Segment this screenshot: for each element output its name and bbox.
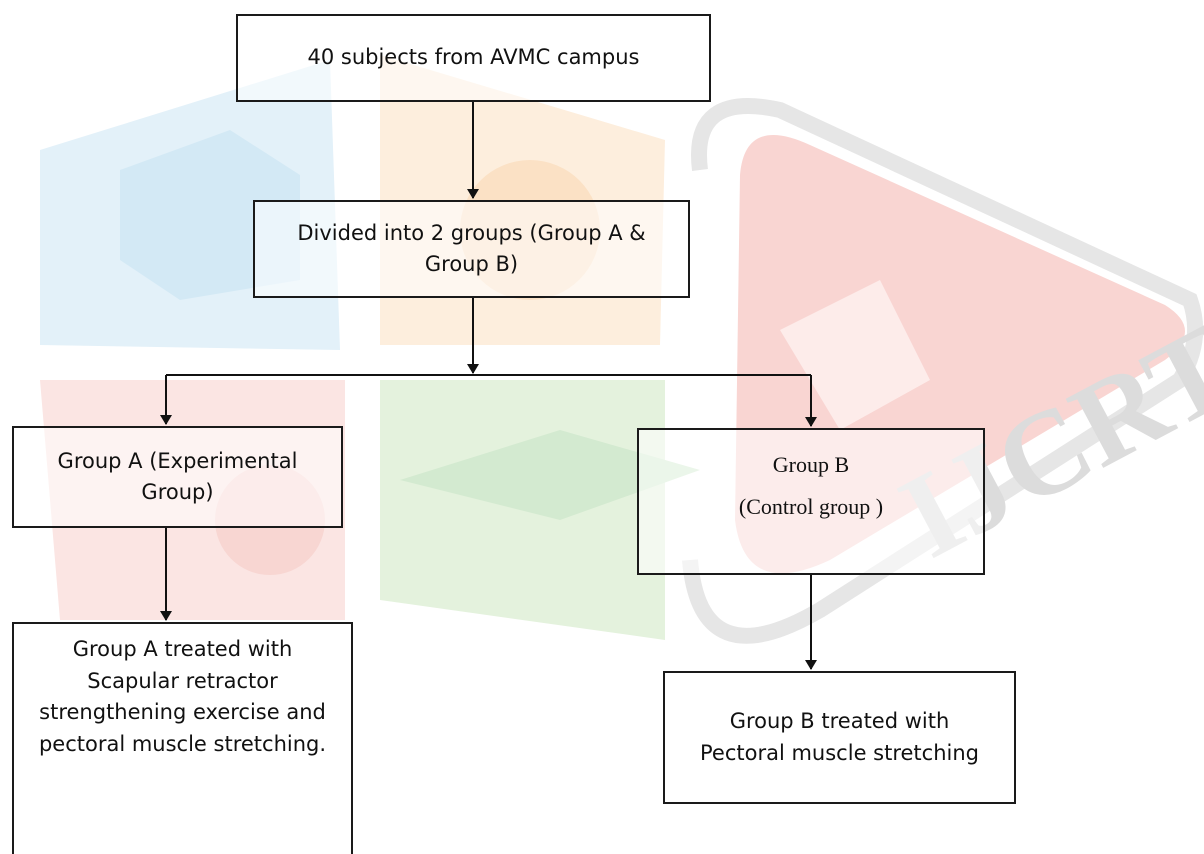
node-start-text: 40 subjects from AVMC campus: [307, 45, 640, 70]
node-treat-b-text: Group B treated with Pectoral muscle str…: [700, 709, 979, 765]
node-divide-text: Divided into 2 groups (Group A & Group B…: [297, 220, 646, 277]
node-divide: Divided into 2 groups (Group A & Group B…: [253, 200, 690, 298]
node-start: 40 subjects from AVMC campus: [236, 14, 711, 102]
watermark-cap-shape: [400, 430, 700, 520]
node-group-b-line1: Group B: [772, 452, 850, 477]
node-treat-b: Group B treated with Pectoral muscle str…: [663, 671, 1016, 804]
watermark-book-shape: [780, 280, 930, 430]
node-group-a: Group A (Experimental Group): [12, 426, 343, 528]
watermark-grey-outline: [682, 98, 1204, 644]
node-group-a-text: Group A (Experimental Group): [57, 448, 298, 505]
node-group-b-line2: (Control group ): [738, 493, 884, 519]
node-group-b: Group B (Control group ): [637, 428, 985, 575]
node-treat-a: Group A treated with Scapular retractor …: [12, 622, 353, 854]
node-treat-a-text: Group A treated with Scapular retractor …: [38, 637, 327, 756]
